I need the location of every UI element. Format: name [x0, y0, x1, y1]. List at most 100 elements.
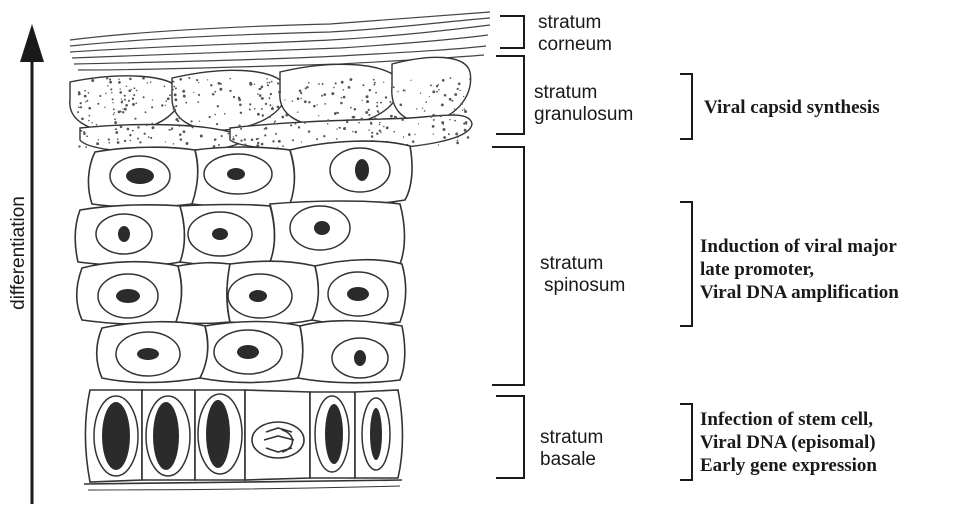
- granule-dot: [334, 112, 337, 115]
- granule-dot: [191, 120, 193, 122]
- granule-dot: [324, 103, 326, 105]
- granule-dot: [180, 138, 182, 140]
- granule-dot: [220, 83, 222, 85]
- granule-dot: [436, 85, 438, 87]
- granule-dot: [116, 128, 118, 130]
- granule-dot: [408, 133, 411, 136]
- granule-dot: [333, 87, 335, 89]
- granule-dot: [451, 100, 453, 102]
- granule-dot: [433, 119, 435, 121]
- granule-dot: [118, 81, 121, 84]
- granule-dot: [235, 135, 237, 137]
- granule-dot: [392, 102, 394, 104]
- granule-dot: [337, 112, 339, 114]
- granule-dot: [430, 84, 432, 86]
- granule-dot: [347, 119, 348, 120]
- granule-dot: [179, 117, 181, 119]
- granule-dot: [448, 133, 450, 135]
- granule-dot: [137, 124, 139, 126]
- granule-dot: [467, 136, 470, 139]
- event-basale: Infection of stem cell, Viral DNA (episo…: [700, 408, 877, 477]
- granule-dot: [109, 81, 112, 84]
- granule-dot: [88, 92, 90, 94]
- granule-dot: [219, 88, 222, 91]
- granule-dot: [380, 132, 381, 133]
- granule-dot: [244, 143, 246, 145]
- granule-dot: [183, 95, 186, 98]
- granule-dot: [324, 93, 327, 96]
- granule-dot: [152, 126, 155, 129]
- granule-dot: [433, 114, 436, 117]
- granule-dot: [112, 98, 114, 100]
- granule-dot: [174, 98, 177, 101]
- granule-dot: [137, 138, 139, 140]
- granule-dot: [174, 93, 177, 96]
- granule-dot: [389, 101, 391, 103]
- granule-dot: [112, 102, 113, 103]
- granule-dot: [121, 101, 123, 103]
- granule-dot: [238, 125, 240, 127]
- granule-dot: [232, 138, 235, 141]
- granule-dot: [254, 108, 256, 110]
- granule-dot: [85, 146, 87, 148]
- granule-dot: [79, 121, 80, 122]
- granule-dot: [107, 85, 109, 87]
- granule-dot: [124, 95, 126, 97]
- granule-dot: [165, 141, 166, 142]
- granule-dot: [352, 131, 353, 132]
- layer-label-corneum: stratum corneum: [538, 12, 612, 56]
- granule-dot: [257, 93, 259, 95]
- granule-dot: [257, 142, 259, 144]
- granule-dot: [144, 133, 146, 135]
- granule-dot: [420, 92, 421, 93]
- granule-dot: [454, 120, 456, 122]
- granule-dot: [88, 120, 89, 121]
- granule-dot: [374, 82, 376, 84]
- granule-dot: [249, 82, 252, 85]
- granule-dot: [460, 102, 463, 105]
- granule-dot: [118, 78, 120, 80]
- event-brackets: [680, 74, 692, 480]
- granule-dot: [164, 85, 166, 87]
- granule-dot: [352, 116, 354, 118]
- granule-dot: [458, 82, 461, 85]
- granule-dot: [81, 117, 84, 120]
- granule-dot: [119, 91, 122, 94]
- granule-dot: [179, 126, 180, 127]
- granule-dot: [335, 82, 337, 84]
- granule-dot: [301, 98, 302, 99]
- granule-dot: [368, 129, 370, 131]
- granule-dot: [92, 122, 93, 123]
- granule-dot: [429, 96, 430, 97]
- granule-dot: [425, 101, 427, 103]
- granule-dot: [323, 135, 325, 137]
- granule-dot: [165, 105, 166, 106]
- granule-dot: [449, 119, 450, 120]
- granule-dot: [365, 111, 368, 114]
- granule-dot: [278, 91, 281, 94]
- granule-dot: [166, 100, 168, 102]
- granule-dot: [358, 122, 360, 124]
- granule-dot: [132, 130, 134, 132]
- granule-dot: [418, 123, 419, 124]
- granule-dot: [340, 102, 343, 105]
- granule-dot: [327, 123, 329, 125]
- granule-dot: [132, 98, 134, 100]
- layer-label-basale: stratum basale: [540, 427, 603, 471]
- granule-dot: [362, 84, 364, 86]
- granule-dot: [371, 132, 373, 134]
- granule-dot: [147, 82, 149, 84]
- granule-dot: [393, 131, 395, 133]
- granule-dot: [386, 127, 389, 130]
- granule-dot: [464, 110, 467, 113]
- granule-dot: [261, 108, 263, 110]
- granule-dot: [282, 145, 284, 147]
- granule-dot: [104, 107, 105, 108]
- granule-dot: [214, 114, 216, 116]
- granule-dot: [433, 133, 434, 134]
- granule-dot: [182, 90, 185, 93]
- granule-dot: [390, 115, 393, 118]
- granule-dot: [360, 118, 363, 121]
- granule-dot: [96, 142, 99, 145]
- granule-dot: [124, 99, 126, 101]
